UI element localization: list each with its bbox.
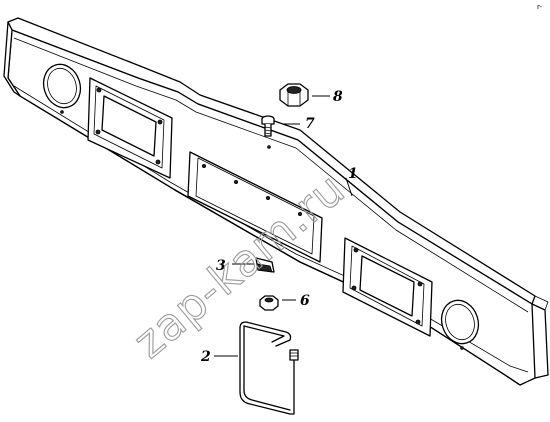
callout-label-2: 2 (200, 349, 211, 365)
corner-mark: r- (537, 3, 542, 11)
clip-drawing (255, 257, 275, 273)
bumper-drawing (3, 17, 549, 386)
bolt-drawing (261, 115, 275, 137)
callout-label-6: 7 (305, 116, 315, 132)
callout-label-3: 3 (216, 258, 226, 274)
small-nut-drawing (259, 295, 279, 311)
u-bracket-drawing (239, 321, 299, 415)
hex-nut-drawing (279, 83, 309, 107)
callout-label-1: 1 (348, 166, 358, 182)
callout-label-7: 6 (300, 293, 310, 309)
callout-label-8: 8 (333, 89, 343, 105)
